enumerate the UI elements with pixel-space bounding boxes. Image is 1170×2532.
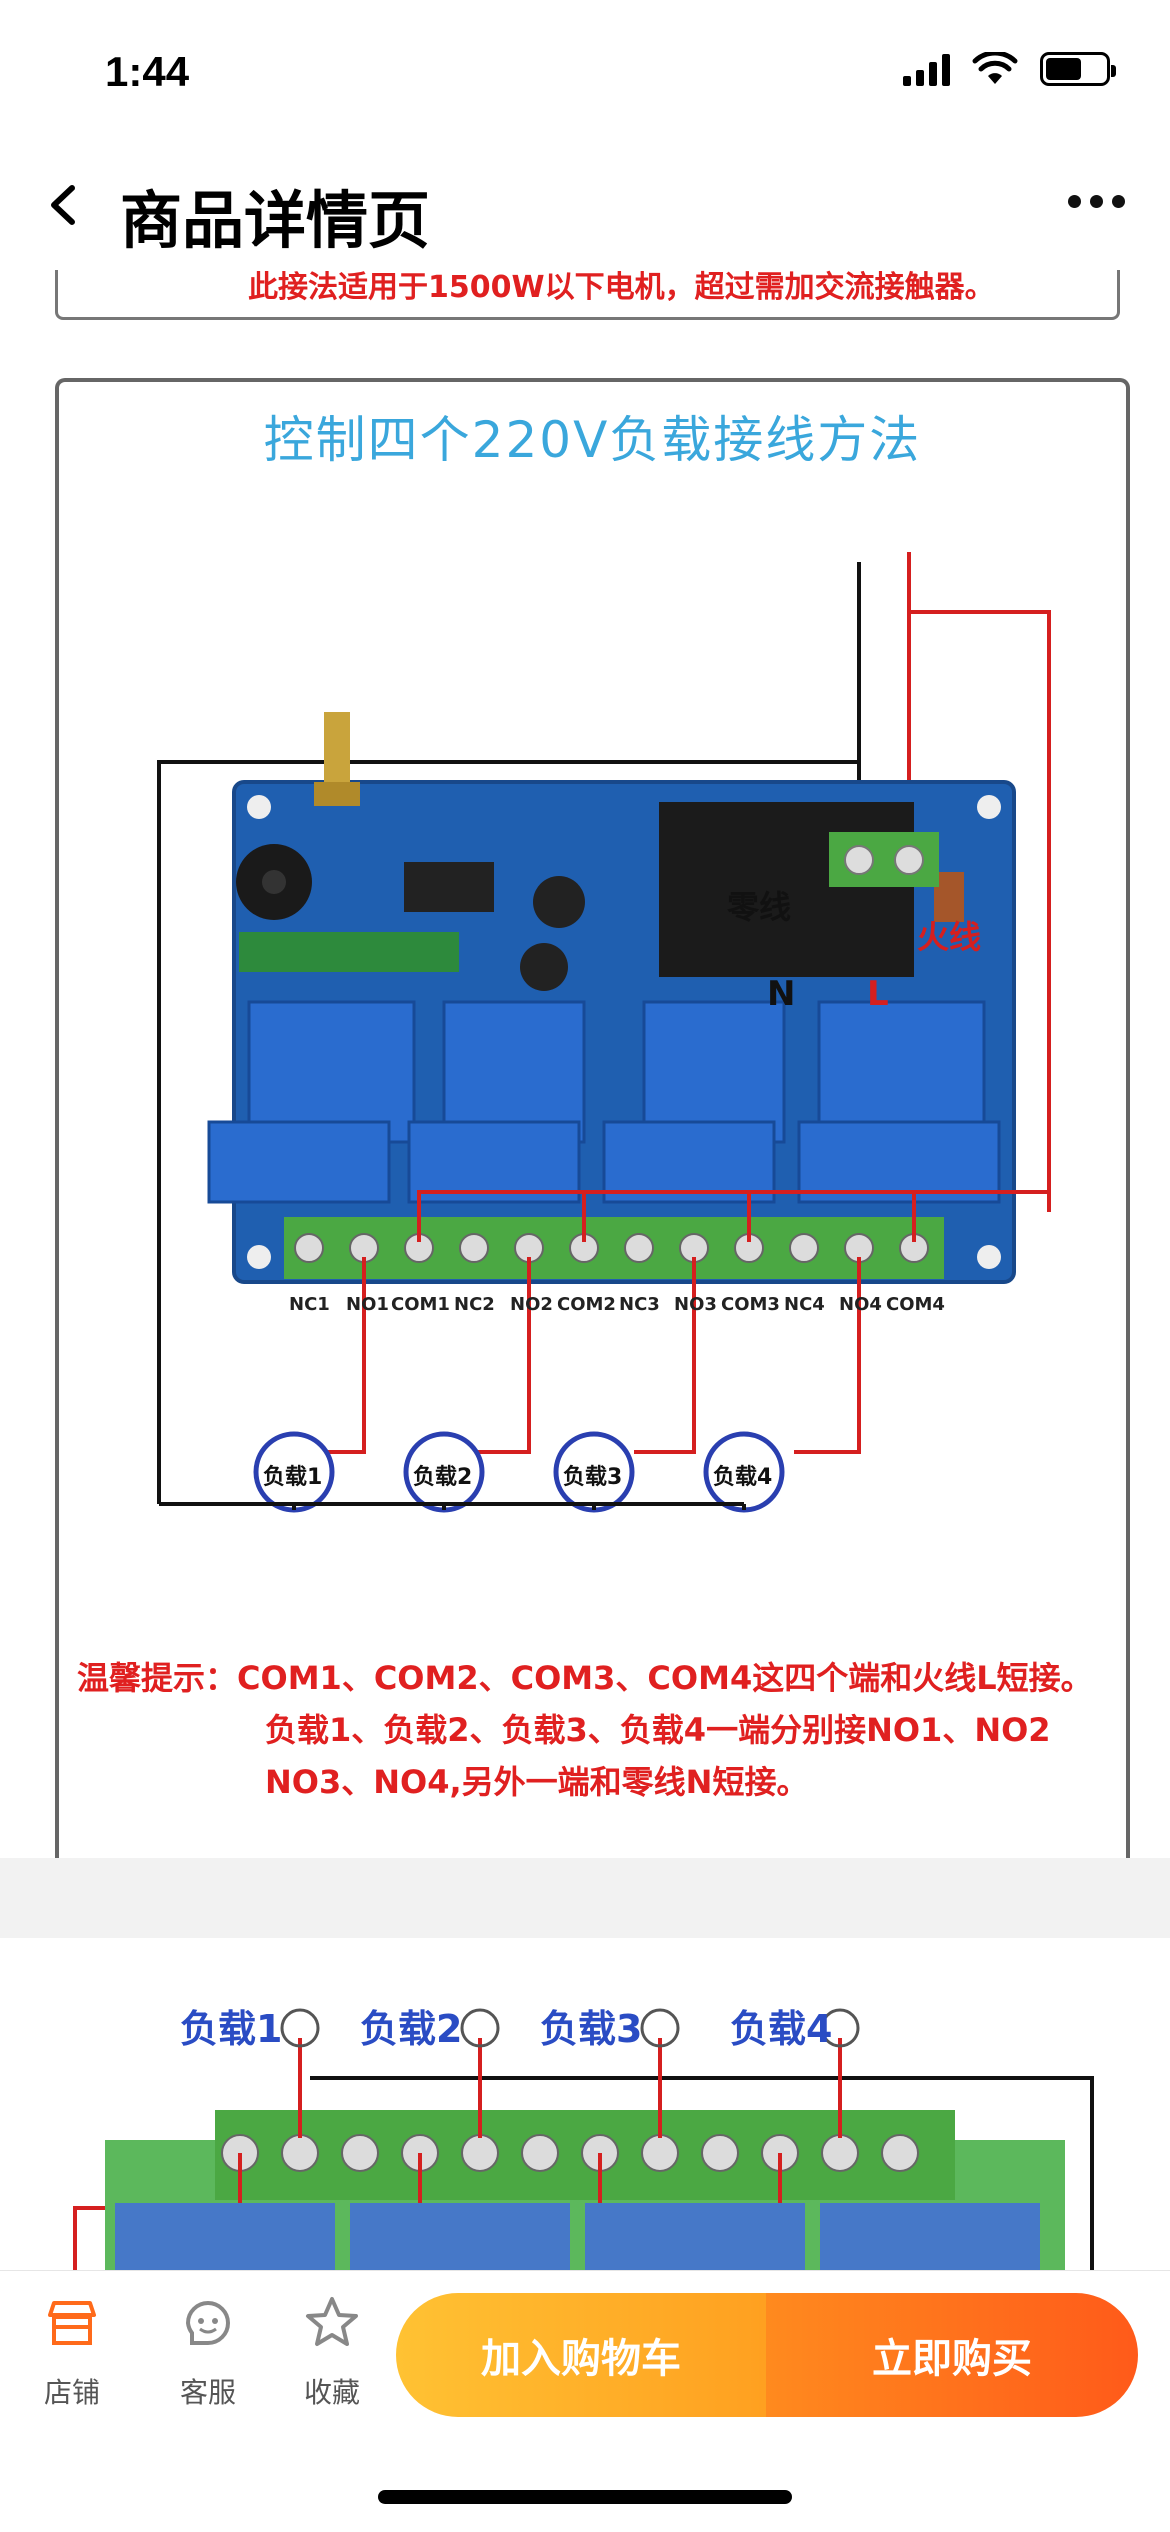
buy-now-button[interactable]: 立即购买 <box>766 2293 1138 2417</box>
star-icon <box>306 2297 358 2346</box>
terminal-screws <box>294 1233 929 1263</box>
terminal-label: NC1 <box>289 1294 330 1315</box>
terminal-label: COM2 <box>557 1294 616 1315</box>
second-load-label: 负载3 <box>540 2007 643 2051</box>
nav-bar: 商品详情页 <box>0 140 1170 270</box>
load-label: 负载3 <box>563 1465 623 1490</box>
terminal-label: NC4 <box>784 1294 825 1315</box>
terminal-label: NO3 <box>674 1294 717 1315</box>
terminal-label: NC2 <box>454 1294 495 1315</box>
bottom-action-bar: 店铺 客服 收藏 加入购物车 立即购买 <box>0 2270 1170 2532</box>
load-label: 负载4 <box>713 1465 773 1490</box>
home-indicator[interactable] <box>378 2490 792 2504</box>
relay-2 <box>407 1000 586 1204</box>
second-diagram <box>73 2008 1094 2270</box>
tip-label: 温馨提示： <box>77 1659 238 1697</box>
load-label: 负载1 <box>263 1465 323 1490</box>
tip-line-1: COM1、COM2、COM3、COM4这四个端和火线L短接。 <box>237 1659 1093 1697</box>
second-load-label: 负载1 <box>180 2007 283 2051</box>
customer-service-icon <box>185 2301 231 2345</box>
tab-favorite-label: 收藏 <box>303 2376 360 2409</box>
tip-line-2: 负载1、负载2、负载3、负载4一端分别接NO1、NO2 <box>265 1711 1051 1749</box>
status-time: 1:44 <box>105 48 190 95</box>
back-arrow-icon[interactable] <box>40 180 90 230</box>
cellular-signal-icon <box>903 52 950 86</box>
relay-1 <box>207 1000 416 1204</box>
status-icons <box>903 52 1116 86</box>
previous-image-bottom: 此接法适用于1500W以下电机，超过需加交流接触器。 <box>55 270 1120 320</box>
diagram-title: 控制四个220V负载接线方法 <box>263 411 922 469</box>
image-separator <box>0 1858 1170 1938</box>
top-strip-text: 此接法适用于1500W以下电机，超过需加交流接触器。 <box>248 270 995 305</box>
live-wire-label: 火线 <box>917 918 982 956</box>
status-bar: 1:44 <box>0 0 1170 140</box>
l-label: L <box>867 974 889 1014</box>
page-title: 商品详情页 <box>120 184 431 257</box>
tab-store-label: 店铺 <box>43 2376 100 2409</box>
terminal-label: NC3 <box>619 1294 660 1315</box>
neutral-wire-label: 零线 <box>727 888 792 926</box>
terminal-label: COM1 <box>391 1294 450 1315</box>
wifi-icon <box>972 52 1018 84</box>
wiring-tip: 温馨提示：COM1、COM2、COM3、COM4这四个端和火线L短接。 负载1、… <box>77 1652 1127 1808</box>
terminal-labels: NC1 NO1 COM1 NC2 NO2 COM2 NC3 NO3 COM3 N… <box>289 1294 969 1324</box>
terminal-label: NO2 <box>510 1294 553 1315</box>
n-label: N <box>767 974 796 1014</box>
tab-favorite[interactable]: 收藏 <box>272 2293 392 2411</box>
second-wiring-image: 负载1 负载2 负载3 负载4 <box>0 1938 1170 2270</box>
terminal-label: NO4 <box>839 1294 882 1315</box>
battery-icon <box>1040 52 1116 86</box>
more-options-icon[interactable] <box>1068 195 1125 208</box>
tab-customer-service[interactable]: 客服 <box>148 2293 268 2411</box>
wiring-diagram-image: 控制四个220V负载接线方法 <box>55 378 1130 1858</box>
product-detail-content[interactable]: 此接法适用于1500W以下电机，超过需加交流接触器。 控制四个220V负载接线方… <box>0 270 1170 2270</box>
add-to-cart-button[interactable]: 加入购物车 <box>396 2293 766 2417</box>
store-icon <box>48 2301 96 2345</box>
second-load-label: 负载2 <box>360 2007 463 2051</box>
tab-store[interactable]: 店铺 <box>12 2293 132 2411</box>
terminal-label: COM4 <box>886 1294 945 1315</box>
relay-board-diagram <box>157 552 1051 1513</box>
relay-3 <box>602 1000 786 1204</box>
relay-4 <box>797 1000 1001 1204</box>
second-load-label: 负载4 <box>730 2007 833 2051</box>
tab-customer-service-label: 客服 <box>179 2376 236 2409</box>
terminal-label: COM3 <box>721 1294 780 1315</box>
terminal-label: NO1 <box>346 1294 389 1315</box>
load-label: 负载2 <box>413 1465 473 1490</box>
tip-line-3: NO3、NO4,另外一端和零线N短接。 <box>265 1763 809 1801</box>
